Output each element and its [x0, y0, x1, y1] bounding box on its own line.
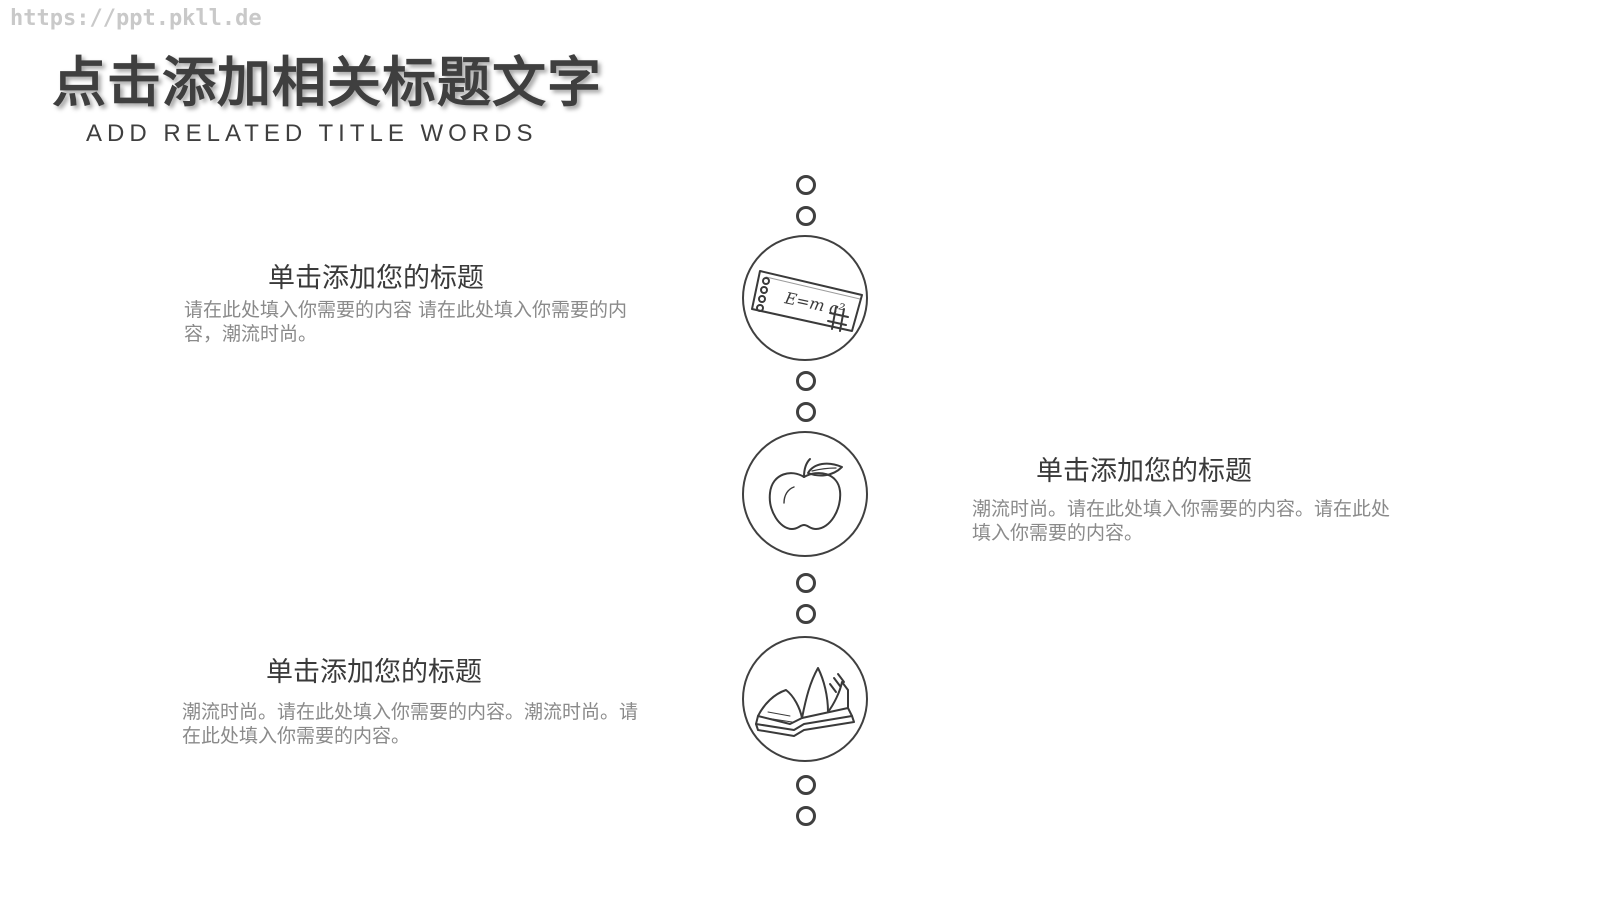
timeline-node-1[interactable]: E=m c² [742, 235, 868, 361]
timeline-node-2[interactable] [742, 431, 868, 557]
open-book-icon [755, 667, 855, 737]
formula-card-icon: E=m c² [751, 270, 863, 332]
page-title[interactable]: 点击添加相关标题文字 [52, 51, 602, 114]
timeline-node-3[interactable] [742, 636, 868, 762]
timeline-ring [796, 775, 816, 795]
page-subtitle[interactable]: ADD RELATED TITLE WORDS [86, 120, 538, 147]
apple-icon [768, 458, 843, 530]
timeline-ring [796, 371, 816, 391]
item-1-title[interactable]: 单击添加您的标题 [268, 263, 484, 294]
timeline-ring [796, 573, 816, 593]
formula-text: E=m c² [782, 288, 846, 319]
watermark: https://ppt.pkll.de [10, 6, 262, 31]
timeline-ring [796, 206, 816, 226]
item-2-title[interactable]: 单击添加您的标题 [1036, 456, 1252, 487]
item-3-title[interactable]: 单击添加您的标题 [266, 657, 482, 688]
item-2-description[interactable]: 潮流时尚。请在此处填入你需要的内容。请在此处填入你需要的内容。 [972, 498, 1391, 544]
item-3-description[interactable]: 潮流时尚。请在此处填入你需要的内容。潮流时尚。请在此处填入你需要的内容。 [182, 701, 639, 747]
timeline-ring [796, 806, 816, 826]
timeline-ring [796, 604, 816, 624]
timeline-ring [796, 402, 816, 422]
item-1-description[interactable]: 请在此处填入你需要的内容 请在此处填入你需要的内容，潮流时尚。 [184, 299, 628, 345]
timeline-ring [796, 175, 816, 195]
